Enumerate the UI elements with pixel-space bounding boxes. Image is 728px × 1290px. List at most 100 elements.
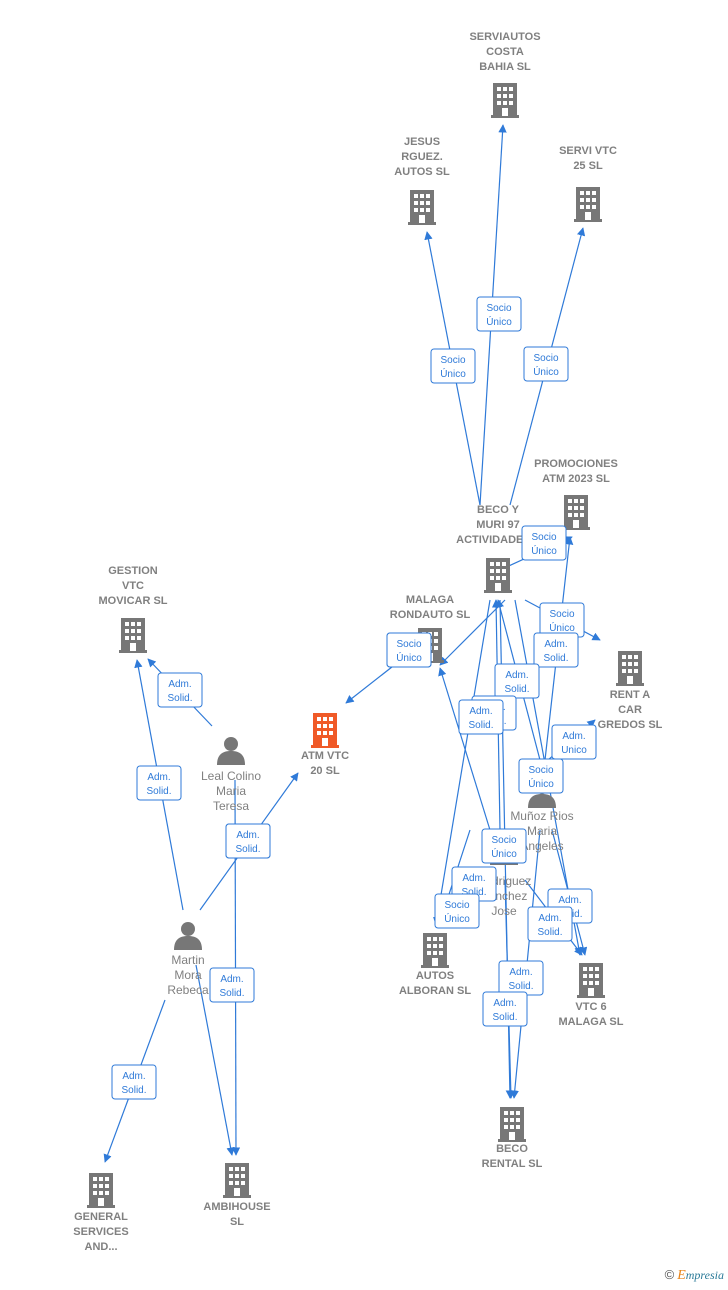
- edge-label-text: Solid.: [146, 786, 171, 797]
- edge-label-adm-unico[interactable]: Adm.Unico: [551, 724, 597, 760]
- edge-label-text: Solid.: [219, 988, 244, 999]
- edge-label-text: Solid.: [121, 1085, 146, 1096]
- node-label: Angeles: [520, 839, 563, 853]
- node-malaga_rondauto[interactable]: MALAGA RONDAUTO SL: [390, 594, 471, 663]
- node-label: MALAGA: [406, 594, 454, 606]
- building-icon: [577, 963, 605, 998]
- edge-label-adm-solid[interactable]: Adm. Solid.: [458, 699, 504, 735]
- edge-label-text: Solid.: [504, 684, 529, 695]
- edge-label-text: Socio: [528, 765, 553, 776]
- node-label: RGUEZ.: [401, 151, 443, 163]
- node-label: SERVICES: [73, 1226, 128, 1238]
- edge-label-text: Adm.: [462, 873, 485, 884]
- node-label: CAR: [618, 704, 642, 716]
- node-gestion[interactable]: GESTION VTC MOVICAR SL: [98, 565, 168, 653]
- node-label: AUTOS SL: [394, 166, 450, 178]
- edge-label-text: Adm.: [122, 1071, 145, 1082]
- edge-label-text: Adm.: [562, 731, 585, 742]
- edge-label-text: Único: [528, 777, 554, 790]
- building-icon: [491, 83, 519, 118]
- edge-beco_muri-to-malaga_rondauto: [439, 599, 506, 666]
- node-general[interactable]: GENERALSERVICESAND...: [73, 1173, 129, 1253]
- edge-label-adm-solid[interactable]: Adm.Solid.: [209, 967, 255, 1003]
- edge-label-text: Solid.: [468, 720, 493, 731]
- edge-label-text: Solid.: [543, 653, 568, 664]
- building-icon: [484, 558, 512, 593]
- node-label: Rebeca: [167, 983, 209, 997]
- edge-label-text: Único: [531, 544, 557, 557]
- edge-label-text: Socio: [396, 639, 421, 650]
- edge-label-text: Socio: [533, 353, 558, 364]
- edge-label-text: Solid.: [492, 1012, 517, 1023]
- node-label: SERVI VTC: [559, 145, 617, 157]
- node-label: ATM VTC: [301, 750, 349, 762]
- node-label: RONDAUTO SL: [390, 609, 471, 621]
- edge-label-text: Adm.: [147, 772, 170, 783]
- edge-label-text: Adm.: [469, 706, 492, 717]
- node-label: Maria: [527, 824, 557, 838]
- edge-label-adm-solid[interactable]: Adm. Solid.: [136, 765, 182, 801]
- node-label: GREDOS SL: [598, 719, 663, 731]
- edge-label-text: Solid.: [235, 844, 260, 855]
- edge-label-adm-solid[interactable]: Adm.Solid.: [482, 991, 528, 1027]
- edge-label-text: Socio: [440, 355, 465, 366]
- node-label: COSTA: [486, 46, 524, 58]
- building-icon: [616, 651, 644, 686]
- node-label: MOVICAR SL: [98, 595, 167, 607]
- edge-label-adm-solid[interactable]: Adm.Solid.: [498, 960, 544, 996]
- copyright-icon: ©: [664, 1267, 675, 1282]
- building-icon: [562, 495, 590, 530]
- node-label: ACTIVIDADES...: [456, 534, 540, 546]
- node-label: Teresa: [213, 799, 249, 813]
- edge-label-text: Adm.: [538, 913, 561, 924]
- edge-label-adm-solid[interactable]: Adm.Solid.: [533, 632, 579, 668]
- node-label: Jose: [491, 904, 517, 918]
- node-label: GESTION: [108, 565, 158, 577]
- node-label: GENERAL: [74, 1211, 128, 1223]
- edge-label-text: Socio: [491, 835, 516, 846]
- edge-label-adm-solid[interactable]: Adm.Solid.: [494, 663, 540, 699]
- node-label: Leal Colino: [201, 769, 261, 783]
- edge-label-text: Adm.: [509, 967, 532, 978]
- edge-label-text: Solid.: [461, 887, 486, 898]
- edge-label-adm-solid[interactable]: Adm. Solid.: [111, 1064, 157, 1100]
- edge-label-adm-solid[interactable]: Adm.Solid.: [527, 906, 573, 942]
- node-label: Mora: [174, 968, 202, 982]
- brand-initial: E: [677, 1268, 686, 1283]
- building-icon: [408, 190, 436, 225]
- node-label: VTC: [122, 580, 144, 592]
- empresia-brand[interactable]: ©Empresia: [665, 1267, 724, 1284]
- building-icon: [421, 933, 449, 968]
- edge-label-adm-solid[interactable]: Adm.Solid.: [157, 672, 203, 708]
- brand-name: mpresia: [685, 1268, 724, 1282]
- edge-label-adm-solid[interactable]: Adm.Solid.: [225, 823, 271, 859]
- edge-label-text: Socio: [444, 900, 469, 911]
- node-atm[interactable]: ATM VTC 20 SL: [301, 713, 349, 777]
- edge-label-text: Socio: [531, 532, 556, 543]
- node-label: 20 SL: [310, 765, 340, 777]
- node-label: RENTAL SL: [482, 1158, 543, 1170]
